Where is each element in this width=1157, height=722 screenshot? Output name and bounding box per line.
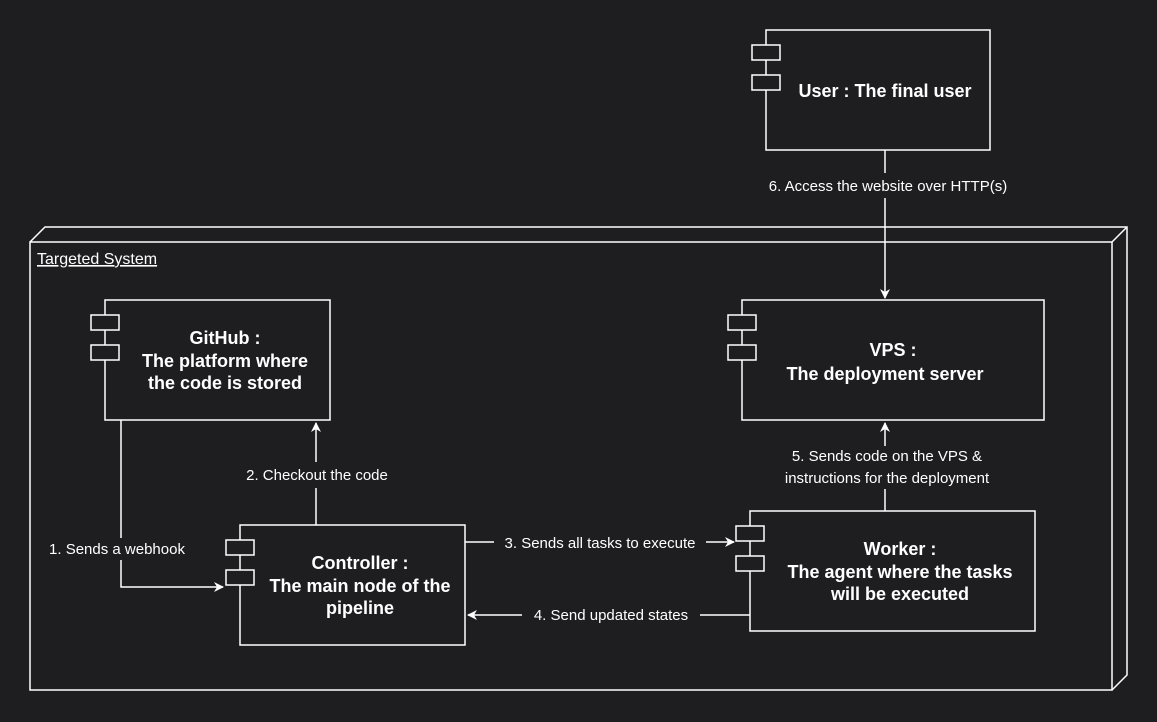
edge-github-to-controller: 1. Sends a webhook <box>38 420 224 592</box>
edge-label-2: 2. Checkout the code <box>246 467 388 484</box>
github-title: GitHub : <box>190 328 261 348</box>
edge-label-5-line2: instructions for the deployment <box>785 470 990 487</box>
controller-title: Controller : <box>312 553 409 573</box>
controller-component: Controller : The main node of the pipeli… <box>225 524 466 646</box>
worker-component: Worker : The agent where the tasks will … <box>735 510 1036 632</box>
component-port-icon <box>225 539 255 556</box>
edge-label-6: 6. Access the website over HTTP(s) <box>769 178 1007 195</box>
edge-worker-to-vps: 5. Sends code on the VPS & instructions … <box>770 422 1004 511</box>
targeted-system-node: Targeted System <box>29 226 1128 691</box>
github-desc-line2: the code is stored <box>148 373 302 393</box>
system-title: Targeted System <box>37 251 157 268</box>
component-port-icon <box>225 569 255 586</box>
edge-user-to-vps: 6. Access the website over HTTP(s) <box>752 150 1024 299</box>
worker-desc-line1: The agent where the tasks <box>787 562 1012 582</box>
component-port-icon <box>735 525 765 542</box>
vps-title: VPS : <box>869 340 916 360</box>
component-port-icon <box>751 44 781 61</box>
edge-controller-to-github: 2. Checkout the code <box>236 422 400 525</box>
component-port-icon <box>727 314 757 331</box>
user-component: User : The final user <box>751 29 991 151</box>
controller-desc-line2: pipeline <box>326 598 394 618</box>
edge-controller-to-worker: 3. Sends all tasks to execute <box>465 532 735 554</box>
component-port-icon <box>735 555 765 572</box>
edge-worker-to-controller: 4. Send updated states <box>467 604 750 626</box>
github-component: GitHub : The platform where the code is … <box>90 299 331 421</box>
edge-label-1: 1. Sends a webhook <box>49 541 185 558</box>
vps-desc: The deployment server <box>786 364 983 384</box>
component-port-icon <box>90 344 120 361</box>
worker-title: Worker : <box>864 539 937 559</box>
controller-desc-line1: The main node of the <box>269 576 450 596</box>
edge-label-3: 3. Sends all tasks to execute <box>505 535 696 552</box>
component-port-icon <box>751 74 781 91</box>
component-port-icon <box>90 314 120 331</box>
edge-label-4: 4. Send updated states <box>534 607 688 624</box>
edge-label-5-line1: 5. Sends code on the VPS & <box>792 448 982 465</box>
github-desc-line1: The platform where <box>142 351 308 371</box>
worker-desc-line2: will be executed <box>830 584 969 604</box>
component-port-icon <box>727 344 757 361</box>
user-label: User : The final user <box>798 81 971 101</box>
vps-component: VPS : The deployment server <box>727 299 1045 421</box>
